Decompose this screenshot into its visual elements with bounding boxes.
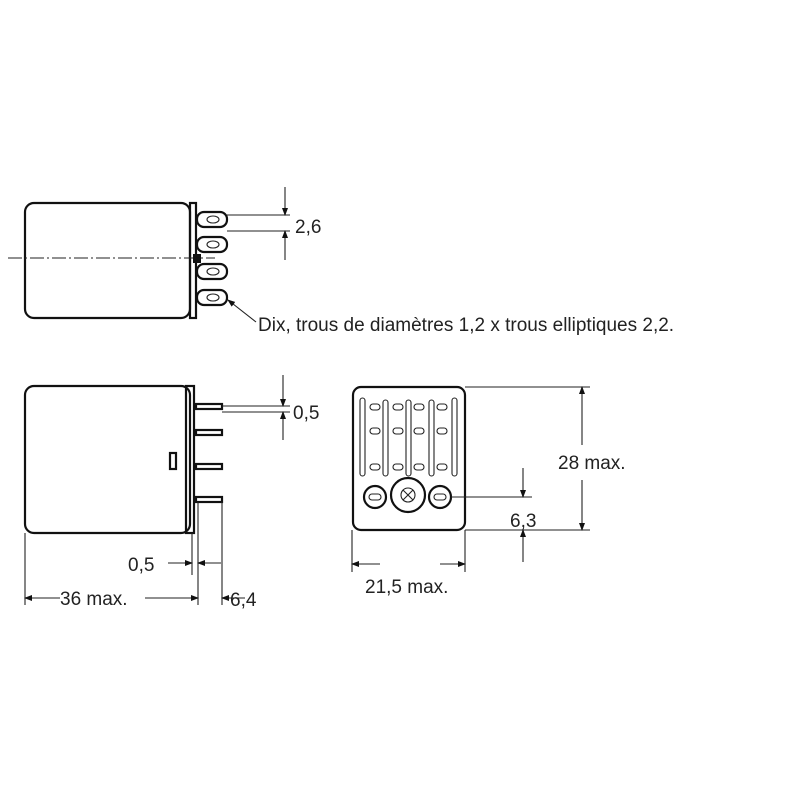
dim-pin-offset: 6,3 [510, 511, 536, 532]
front-view: 28 max. 6,3 21,5 max. [351, 385, 626, 598]
side-view: 0,5 0,5 36 max. 6,4 [23, 375, 319, 611]
dim-length: 36 max. [60, 589, 128, 610]
mount-hole-right [427, 484, 453, 510]
relay-body-top [23, 201, 192, 320]
terminal-slots [359, 397, 458, 477]
pins-side [194, 402, 224, 504]
dim-pin-thickness: 0,5 [293, 403, 319, 424]
dim-width: 21,5 max. [365, 577, 448, 598]
center-screw [389, 476, 427, 514]
flange-side [184, 384, 196, 535]
relay-base [351, 385, 467, 532]
leader-line [227, 299, 257, 323]
dim-pitch-top: 2,6 [295, 217, 321, 238]
terminals-top [193, 210, 229, 307]
relay-body-side [23, 384, 192, 535]
dim-flange-thickness: 0,5 [128, 555, 154, 576]
hole-note: Dix, trous de diamètres 1,2 x trous elli… [258, 315, 674, 336]
dim-pin-length: 6,4 [230, 590, 257, 611]
mount-hole-left [362, 484, 388, 510]
latch [168, 451, 178, 471]
dim-height: 28 max. [558, 453, 626, 474]
top-view: 2,6 Dix, trous de diamètres 1,2 x trous … [8, 187, 674, 336]
